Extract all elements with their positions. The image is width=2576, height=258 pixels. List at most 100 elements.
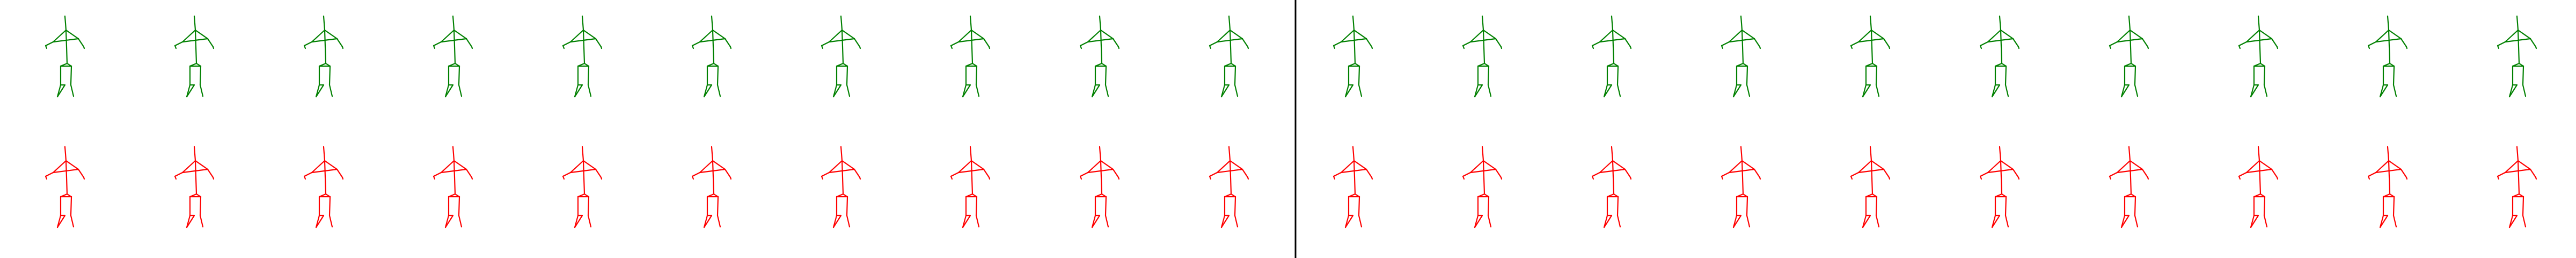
skeleton-bone [186, 214, 191, 228]
skeleton-bone [303, 175, 306, 180]
skeleton-bone [64, 146, 67, 162]
skeleton-bone [181, 160, 196, 174]
skeleton-bone [1987, 29, 2002, 43]
skeleton-bone [2388, 160, 2391, 195]
skeleton-bone [1870, 29, 1874, 64]
skeleton-bone [2367, 45, 2370, 49]
skeleton-figure [2497, 146, 2537, 228]
skeleton-bone [832, 84, 838, 98]
skeleton-bone [2263, 65, 2266, 86]
skeleton-bone [699, 38, 726, 43]
skeleton-bone [1333, 171, 1342, 177]
skeleton-bone [1353, 29, 1367, 40]
skeleton-bone [712, 29, 726, 40]
skeleton-bone [1741, 160, 1755, 170]
skeleton-bone [2012, 38, 2019, 48]
skeleton-bone [975, 214, 980, 228]
skeleton-bone [1987, 160, 2002, 174]
skeleton-bone [2250, 84, 2259, 98]
skeleton-bone [2109, 41, 2118, 47]
skeleton-bone [957, 29, 972, 43]
skeleton-bone [1869, 146, 1872, 162]
skeleton-bone [2522, 214, 2527, 228]
skeleton-bone [311, 160, 326, 174]
skeleton-bone [1721, 171, 1730, 177]
skeleton-bone [840, 15, 843, 31]
skeleton-figure [691, 15, 732, 98]
skeleton-bone [1875, 214, 1880, 228]
skeleton-bone [1612, 160, 1626, 170]
skeleton-bone [1234, 214, 1239, 228]
skeleton-bone [1229, 160, 1243, 170]
skeleton-bone [433, 175, 436, 180]
skeleton-bone [1624, 38, 1631, 48]
skeleton-bone [2116, 38, 2143, 43]
skeleton-bone [841, 160, 855, 170]
skeleton-bone [1209, 41, 1218, 47]
skeleton-bone [983, 38, 990, 48]
skeleton-bone [453, 160, 456, 195]
skeleton-bone [1888, 176, 1891, 180]
skeleton-bone [2017, 176, 2020, 180]
skeleton-bone [1079, 171, 1089, 177]
skeleton-bone [1991, 214, 2001, 228]
skeleton-bone [2238, 45, 2241, 49]
skeleton-bone [716, 84, 721, 97]
skeleton-bone [2116, 168, 2143, 174]
skeleton-bone [691, 41, 701, 47]
skeleton-bone [1746, 214, 1751, 228]
skeleton-bone [1629, 46, 1632, 49]
skeleton-bone [1862, 214, 1867, 228]
skeleton-bone [1740, 146, 1743, 162]
skeleton-figure [433, 15, 473, 98]
skeleton-bone [440, 38, 467, 43]
skeleton-figure [2497, 15, 2537, 98]
skeleton-bone [1474, 84, 1483, 98]
skeleton-bone [194, 160, 197, 195]
skeleton-bone [1079, 45, 1082, 49]
skeleton-bone [1870, 29, 1885, 40]
skeleton-figure [1209, 146, 1249, 228]
skeleton-figure [45, 15, 85, 98]
skeleton-bone [2375, 38, 2402, 43]
skeleton-bone [2109, 45, 2112, 49]
skeleton-bone [2392, 214, 2397, 228]
skeleton-bone [1365, 38, 1373, 48]
skeleton-bone [199, 196, 202, 217]
skeleton-bone [2116, 29, 2131, 43]
skeleton-figure [1333, 146, 1373, 228]
skeleton-bone [691, 171, 701, 177]
pose-panel-1 [45, 15, 1249, 228]
skeleton-bone [2400, 168, 2407, 178]
skeleton-bone [2367, 171, 2377, 177]
skeleton-bone [1721, 175, 1724, 180]
skeleton-bone [186, 214, 195, 228]
skeleton-bone [2257, 146, 2260, 162]
skeleton-bone [315, 214, 325, 228]
skeleton-bone [2245, 168, 2273, 174]
skeleton-bone [1100, 29, 1103, 64]
skeleton-bone [2109, 175, 2112, 180]
skeleton-bone [1482, 29, 1497, 40]
skeleton-bone [1624, 168, 1631, 178]
skeleton-figure [2238, 146, 2279, 228]
skeleton-bone [77, 38, 85, 48]
skeleton-bone [336, 168, 343, 178]
skeleton-bone [181, 38, 209, 43]
skeleton-bone [2516, 146, 2519, 162]
skeleton-bone [1352, 15, 1355, 31]
skeleton-bone [2508, 214, 2518, 228]
skeleton-bone [199, 214, 204, 228]
skeleton-bone [712, 160, 726, 170]
skeleton-bone [328, 214, 333, 228]
skeleton-bone [1728, 38, 1755, 43]
skeleton-bone [1216, 160, 1231, 174]
skeleton-bone [975, 65, 978, 86]
skeleton-bone [1117, 46, 1120, 49]
skeleton-bone [950, 171, 960, 177]
skeleton-bone [2129, 29, 2143, 40]
skeleton-bone [1482, 29, 1485, 64]
skeleton-bone [2276, 46, 2279, 49]
skeleton-bone [194, 29, 209, 40]
green-skeleton-row [45, 15, 1249, 98]
